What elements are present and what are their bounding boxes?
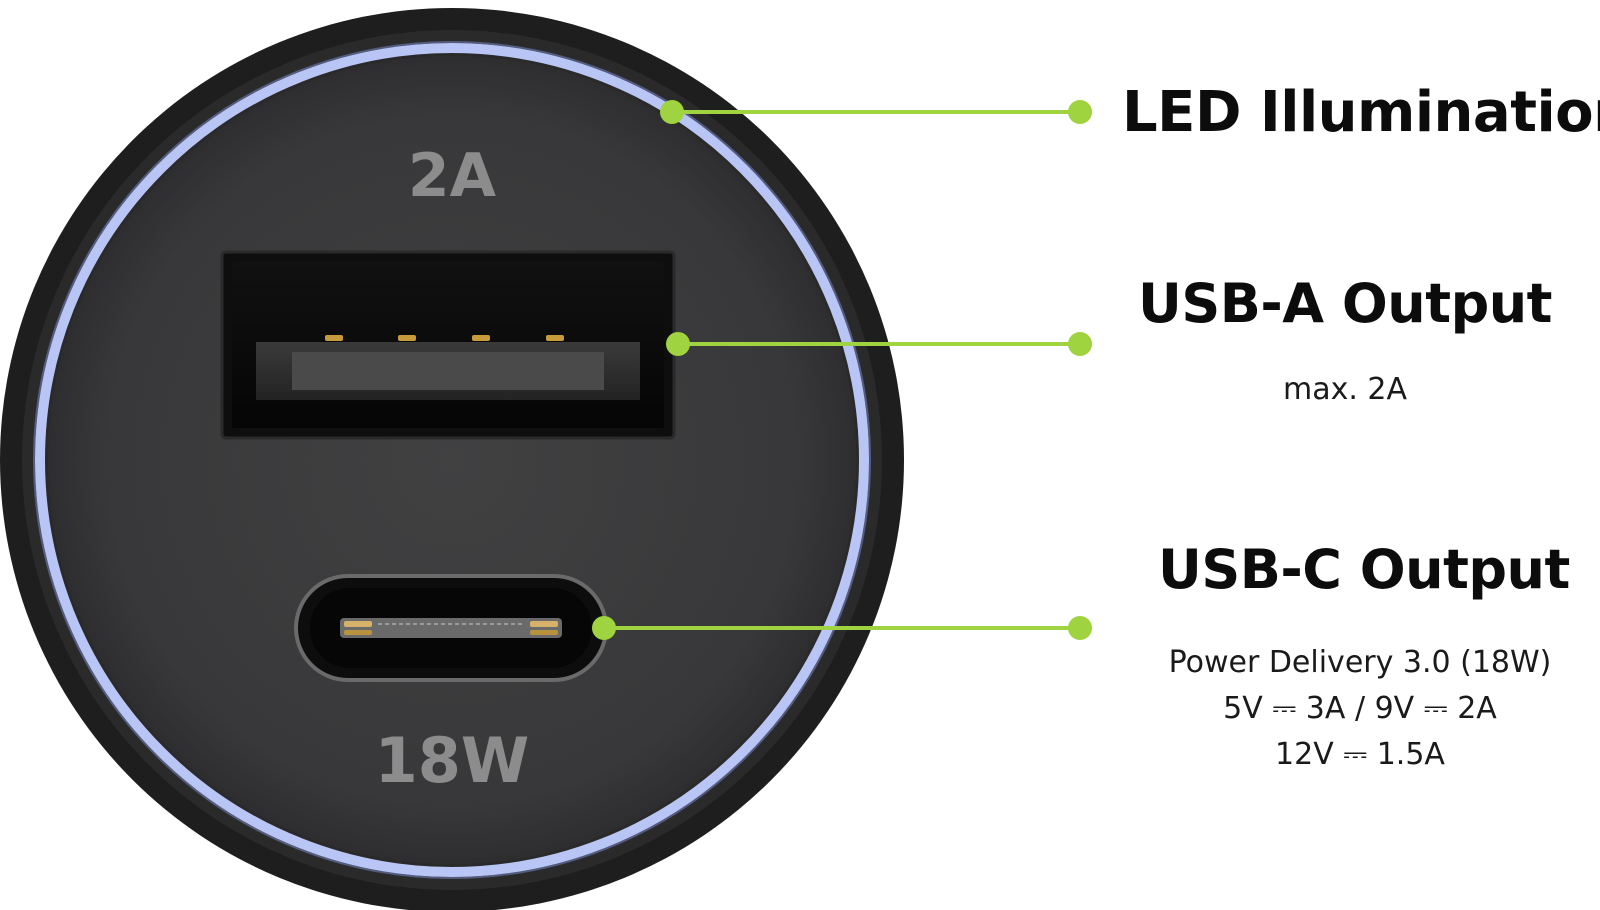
usb-c-output-title: USB-C Output [1158, 538, 1570, 601]
usb-a-contacts [325, 335, 564, 341]
usb-a-output-title: USB-A Output [1138, 272, 1552, 335]
usb-c-detail-line: 12V ⎓ 1.5A [1275, 737, 1445, 772]
led-ring-glow [33, 41, 871, 879]
usb-c-output-details: Power Delivery 3.0 (18W) 5V ⎓ 3A / 9V ⎓ … [1130, 640, 1590, 778]
usb-c-tongue [340, 618, 562, 638]
led-illumination-title: LED Illumination [1122, 80, 1600, 145]
callout-usb-a [666, 332, 1092, 356]
usb-a-port [220, 250, 676, 440]
callout-led [660, 100, 1092, 124]
usb-c-detail-line: Power Delivery 3.0 (18W) [1168, 645, 1552, 680]
usb-c-port [294, 574, 608, 682]
port-label-2a: 2A [408, 141, 497, 211]
led-ring [35, 43, 869, 877]
port-label-18w: 18W [375, 724, 530, 797]
usb-c-detail-line: 5V ⎓ 3A / 9V ⎓ 2A [1223, 691, 1497, 726]
usb-a-output-detail: max. 2A [1282, 372, 1408, 407]
callout-usb-c [592, 616, 1092, 640]
